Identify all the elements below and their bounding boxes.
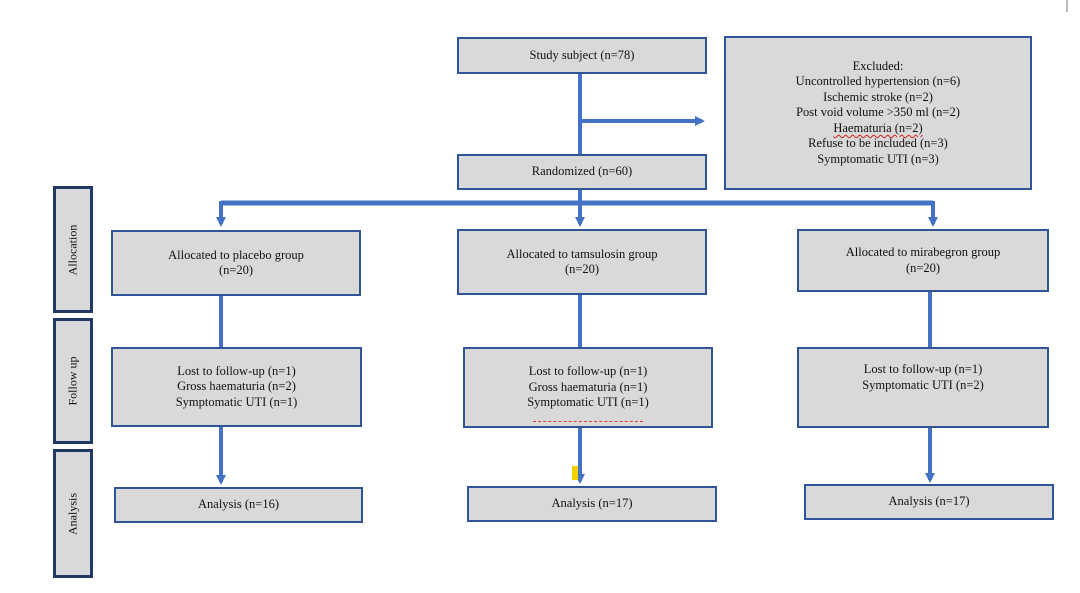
allocated-mirabegron-count: (n=20): [905, 260, 941, 275]
followup-tamsulosin-item: Lost to follow-up (n=1): [528, 364, 648, 379]
excluded-item: Uncontrolled hypertension (n=6): [795, 74, 961, 89]
randomized-box: Randomized (n=60): [457, 154, 707, 190]
excluded-heading: Excluded:: [852, 58, 904, 73]
highlight-mark: [572, 466, 578, 480]
side-label-analysis: Analysis: [53, 449, 93, 578]
allocated-placebo-box: Allocated to placebo group (n=20): [111, 230, 361, 296]
allocated-tamsulosin-label: Allocated to tamsulosin group: [506, 246, 658, 261]
allocated-mirabegron-label: Allocated to mirabegron group: [845, 245, 1001, 259]
analysis-placebo-box: Analysis (n=16): [114, 487, 363, 523]
excluded-item: Haematuria (n=2): [833, 120, 923, 135]
analysis-placebo-text: Analysis (n=16): [198, 497, 279, 512]
analysis-tamsulosin-text: Analysis (n=17): [551, 496, 633, 511]
study-subject-box: Study subject (n=78): [457, 37, 707, 74]
followup-mirabegron-item: Lost to follow-up (n=1): [863, 362, 983, 376]
excluded-item: Symptomatic UTI (n=3): [817, 151, 939, 166]
spellcheck-underline: [533, 421, 643, 422]
side-label-followup-text: Follow up: [65, 356, 80, 406]
side-label-followup: Follow up: [53, 318, 93, 444]
followup-tamsulosin-box: Lost to follow-up (n=1) Gross haematuria…: [463, 347, 713, 428]
randomized-text: Randomized (n=60): [531, 164, 633, 179]
excluded-item: Post void volume >350 ml (n=2): [796, 105, 960, 120]
study-subject-text: Study subject (n=78): [529, 47, 635, 62]
followup-placebo-box: Lost to follow-up (n=1) Gross haematuria…: [111, 347, 362, 427]
analysis-mirabegron-text: Analysis (n=17): [888, 494, 970, 509]
allocated-placebo-label: Allocated to placebo group: [168, 247, 304, 262]
side-label-allocation-text: Allocation: [65, 224, 80, 275]
corner-mark: [1066, 0, 1068, 12]
followup-mirabegron-box: Lost to follow-up (n=1) Symptomatic UTI …: [797, 347, 1049, 428]
allocated-tamsulosin-count: (n=20): [564, 262, 600, 276]
followup-placebo-item: Symptomatic UTI (n=1): [175, 394, 298, 409]
side-label-allocation: Allocation: [53, 186, 93, 313]
analysis-tamsulosin-box: Analysis (n=17): [467, 486, 717, 522]
allocated-placebo-count: (n=20): [218, 263, 254, 277]
excluded-item: Ischemic stroke (n=2): [823, 89, 933, 104]
followup-tamsulosin-item: Gross haematuria (n=1): [528, 379, 648, 394]
excluded-box: Excluded: Uncontrolled hypertension (n=6…: [724, 36, 1032, 190]
allocated-mirabegron-box: Allocated to mirabegron group (n=20): [797, 229, 1049, 292]
analysis-mirabegron-box: Analysis (n=17): [804, 484, 1054, 520]
excluded-item: Refuse to be included (n=3): [808, 136, 948, 151]
allocated-tamsulosin-box: Allocated to tamsulosin group (n=20): [457, 229, 707, 295]
followup-mirabegron-item: Symptomatic UTI (n=2): [862, 377, 984, 392]
followup-placebo-item: Lost to follow-up (n=1): [177, 363, 296, 378]
side-label-analysis-text: Analysis: [65, 492, 80, 535]
followup-tamsulosin-item: Symptomatic UTI (n=1): [527, 395, 649, 410]
followup-placebo-item: Gross haematuria (n=2): [177, 379, 296, 394]
